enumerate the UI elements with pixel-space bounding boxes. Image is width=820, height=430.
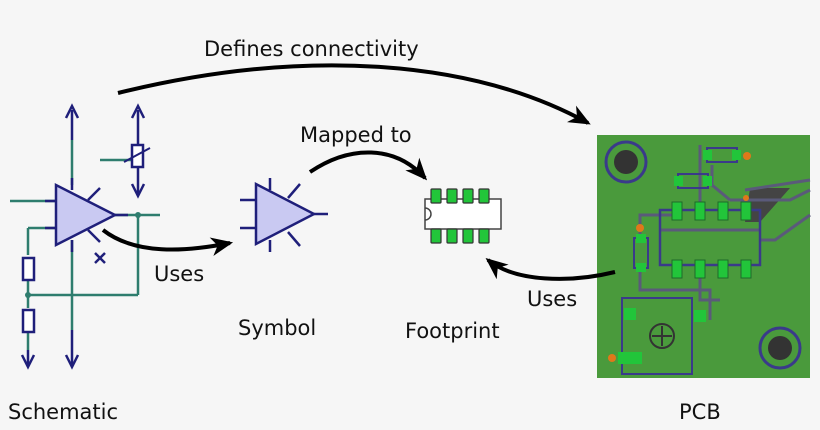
junction-dot [135, 212, 141, 218]
schematic-wires [10, 140, 160, 350]
pcb-pin-dots [608, 152, 751, 362]
junction-dot [25, 292, 31, 298]
symbol-opamp [254, 181, 317, 247]
schematic-lines [20, 103, 146, 370]
arrow-uses-footprint [485, 258, 616, 281]
schematic-opamp [54, 182, 118, 248]
pcb-ic-pads [671, 201, 752, 279]
label-uses-footprint: Uses [527, 287, 578, 311]
pcb-drawing [597, 135, 811, 378]
arrow-mapped-to [308, 150, 428, 181]
label-uses-symbol: Uses [154, 262, 205, 286]
arrow-defines-connectivity [117, 63, 591, 125]
symbol-drawing [240, 178, 328, 252]
schematic-drawing [10, 103, 160, 370]
footprint-pads [430, 188, 490, 244]
label-mapped-to: Mapped to [300, 123, 412, 147]
label-symbol: Symbol [238, 316, 317, 340]
label-pcb: PCB [679, 400, 721, 424]
label-footprint: Footprint [405, 319, 500, 343]
resistor-2 [21, 308, 36, 334]
pcb-tracks [638, 145, 811, 320]
variable-resistor [123, 143, 151, 169]
resistor-1 [21, 256, 36, 282]
label-schematic: Schematic [8, 400, 119, 424]
arrow-uses-symbol [101, 228, 234, 256]
footprint-drawing [424, 188, 502, 244]
label-defines-connectivity: Defines connectivity [204, 37, 419, 61]
arrows [101, 63, 616, 281]
